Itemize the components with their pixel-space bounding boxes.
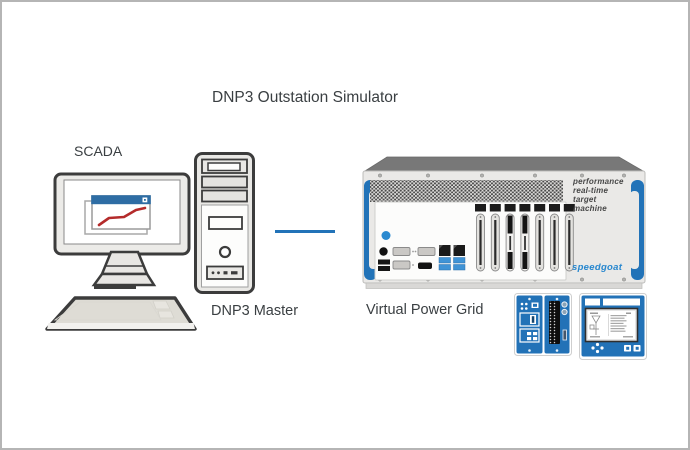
io-module-illustration xyxy=(514,293,572,356)
speedgoat-logo: speedgoat xyxy=(572,262,623,273)
slot-connector xyxy=(535,213,545,272)
display-text-lines xyxy=(590,315,633,338)
connection-line xyxy=(275,230,335,233)
board-components xyxy=(519,302,540,343)
slot-connector xyxy=(550,213,559,272)
usb3-ports-icon xyxy=(438,257,466,271)
chassis-base xyxy=(365,282,643,289)
dvi-port-icon xyxy=(392,260,411,270)
scada-workstation-illustration xyxy=(45,172,197,331)
rack-handle-right xyxy=(630,180,644,280)
machine-tagline: performance real-time target machine xyxy=(573,177,624,213)
scada-label: SCADA xyxy=(74,143,123,159)
diagram-title: DNP3 Outstation Simulator xyxy=(212,89,399,106)
relay-label-small xyxy=(585,298,600,306)
trend-chart-line xyxy=(97,206,147,227)
virtual-power-grid-label: Virtual Power Grid xyxy=(366,302,484,318)
relay-display xyxy=(584,307,639,343)
monitor-stand-base xyxy=(91,272,157,287)
target-machine-illustration xyxy=(362,156,646,289)
slot-connector xyxy=(490,213,500,272)
power-led-icon xyxy=(381,231,391,240)
window-titlebar xyxy=(91,195,151,205)
dvi-port-icon xyxy=(392,247,411,256)
protection-relay-illustration xyxy=(579,293,647,360)
mounting-hole-icon xyxy=(561,308,568,316)
usb-port-icon xyxy=(378,266,390,271)
dvi-port-icon xyxy=(417,247,436,256)
io-card-slots xyxy=(475,204,575,272)
relay-buttons xyxy=(624,345,641,352)
ps2-port-icon xyxy=(379,247,388,256)
dnp3-master-label: DNP3 Master xyxy=(211,303,299,319)
relay-label-wide xyxy=(603,298,640,306)
vent-grille xyxy=(370,180,563,202)
tower-port-panel xyxy=(206,265,244,280)
chassis-top xyxy=(363,156,645,172)
board-screws xyxy=(528,297,559,352)
slot-connector-cards xyxy=(505,213,530,272)
edge-connector xyxy=(549,301,560,344)
tower-bay-cover-1 xyxy=(201,175,248,189)
tower-button xyxy=(208,216,243,230)
single-line-diagram xyxy=(589,312,631,336)
small-connector-icon xyxy=(562,329,567,341)
tower-bay-cover-2 xyxy=(201,189,248,203)
hdmi-port-icon xyxy=(418,262,432,269)
keyboard xyxy=(45,296,197,331)
power-button-icon xyxy=(218,245,232,259)
ethernet-ports-icon xyxy=(439,245,465,256)
slot-connector xyxy=(564,213,574,272)
tower-pc-illustration xyxy=(194,152,255,294)
nav-pad-icon xyxy=(591,342,604,354)
monitor-stand-neck xyxy=(100,250,149,276)
front-ports xyxy=(378,245,466,271)
usb-port-icon xyxy=(378,259,390,265)
mounting-hole-icon xyxy=(561,301,568,308)
slot-connector xyxy=(476,213,485,272)
app-window-front xyxy=(91,195,151,230)
